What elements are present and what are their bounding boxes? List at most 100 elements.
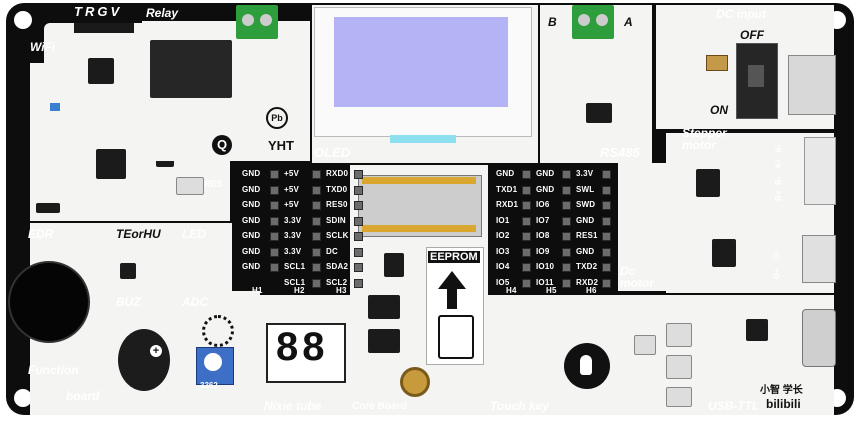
- header-pin-label: GND: [242, 200, 261, 209]
- header-group-name: H2: [294, 286, 305, 295]
- header-pin[interactable]: [602, 247, 611, 257]
- header-pin[interactable]: [270, 170, 279, 179]
- key-button[interactable]: [634, 335, 656, 355]
- header-pin[interactable]: [522, 185, 531, 195]
- usb-ttl-chip: [746, 319, 768, 341]
- header-pin[interactable]: [354, 170, 363, 179]
- header-pin-label: SCL2: [326, 277, 348, 287]
- header-pin[interactable]: [522, 247, 531, 257]
- pot-value: 3362: [200, 381, 218, 390]
- buzzer-label: BUZ: [116, 295, 141, 309]
- potentiometer-screw: [204, 353, 222, 371]
- header-pin[interactable]: [270, 216, 279, 226]
- header-pin[interactable]: [562, 185, 571, 195]
- header-pin[interactable]: [602, 278, 611, 288]
- adc-dial-icon: [202, 315, 234, 347]
- switch-off-label: OFF: [740, 28, 764, 42]
- header-pin[interactable]: [522, 232, 531, 241]
- header-pin[interactable]: [562, 201, 571, 210]
- header-group-name: H4: [506, 286, 517, 295]
- header-pin[interactable]: [312, 201, 321, 210]
- header-pin[interactable]: [562, 263, 571, 272]
- board-label: board: [66, 389, 100, 403]
- header-pin-label: GND: [536, 184, 555, 194]
- header-pin[interactable]: [354, 232, 363, 241]
- header-pin-label: IO1: [496, 215, 510, 225]
- stepper-connector[interactable]: [804, 137, 836, 205]
- header-pin[interactable]: [522, 278, 531, 288]
- relay-terminal-screw: [260, 14, 272, 26]
- header-pin[interactable]: [602, 263, 611, 272]
- header-pin[interactable]: [312, 185, 321, 195]
- trgv-header[interactable]: [74, 23, 134, 33]
- header-pin[interactable]: [354, 216, 363, 226]
- header-pin[interactable]: [562, 232, 571, 241]
- header-pin-label: SDA2: [326, 262, 349, 271]
- header-pin-label: GND: [496, 169, 515, 178]
- usb-port[interactable]: [802, 235, 836, 283]
- header-pin[interactable]: [562, 170, 571, 179]
- core-board-gold-bottom: [362, 225, 476, 232]
- reset-button[interactable]: [176, 177, 204, 195]
- header-pin[interactable]: [522, 216, 531, 226]
- dc-motor-label: Dc motor: [620, 264, 654, 290]
- header-pin-label: TXD1: [496, 184, 518, 194]
- dc-jack[interactable]: [788, 55, 836, 115]
- relay-label: Relay: [146, 6, 179, 20]
- rs485-terminal-screw: [596, 14, 608, 26]
- header-pin[interactable]: [312, 263, 321, 272]
- stepper-motor-text: Stepper motor: [682, 126, 727, 152]
- usb-c-port[interactable]: [802, 309, 836, 367]
- header-pin-label: GND: [576, 215, 595, 225]
- header-pin[interactable]: [270, 201, 279, 210]
- header-pin[interactable]: [354, 278, 363, 288]
- header-pin-label: +5V: [284, 184, 300, 194]
- header-pin[interactable]: [312, 278, 321, 288]
- header-pin[interactable]: [562, 278, 571, 288]
- header-pin[interactable]: [270, 232, 279, 241]
- switch-on-label: ON: [710, 103, 728, 117]
- core-board-label: Core Board: [352, 401, 407, 412]
- header-pin[interactable]: [270, 185, 279, 195]
- usb-pin-label: D-: [772, 250, 781, 259]
- header-pin[interactable]: [522, 263, 531, 272]
- header-pin[interactable]: [522, 201, 531, 210]
- nixie-tube-label: Nixie tube: [264, 399, 322, 413]
- header-pin[interactable]: [354, 201, 363, 210]
- header-pin[interactable]: [270, 247, 279, 257]
- key-button[interactable]: [666, 355, 692, 379]
- header-pin[interactable]: [602, 185, 611, 195]
- eeprom-label: EEPROM: [428, 251, 480, 263]
- header-pin[interactable]: [270, 263, 279, 272]
- header-pin[interactable]: [354, 263, 363, 272]
- up-arrow-stem: [447, 289, 457, 309]
- header-pin[interactable]: [602, 170, 611, 179]
- header-pin[interactable]: [562, 247, 571, 257]
- header-pin[interactable]: [312, 170, 321, 179]
- header-pin[interactable]: [312, 232, 321, 241]
- key-button[interactable]: [666, 387, 692, 407]
- header-pin[interactable]: [522, 170, 531, 179]
- header-pin-label: GND: [576, 246, 595, 256]
- header-pin[interactable]: [312, 216, 321, 226]
- header-pin[interactable]: [602, 216, 611, 226]
- header-pin[interactable]: [354, 185, 363, 195]
- bilibili-logo: bilibili: [766, 397, 801, 411]
- encoder-knob[interactable]: [8, 261, 90, 343]
- header-pin-label: RXD1: [496, 200, 519, 209]
- header-group-name: H3: [336, 286, 347, 295]
- stepper-driver-chip: [696, 169, 720, 197]
- temp-humidity-module: [114, 223, 180, 291]
- header-pin-label: SDIN: [326, 215, 346, 225]
- header-pin[interactable]: [602, 201, 611, 210]
- header-pin[interactable]: [602, 232, 611, 241]
- header-pin[interactable]: [312, 247, 321, 257]
- header-pin-label: GND: [242, 215, 261, 225]
- key-button[interactable]: [666, 323, 692, 347]
- header-pin[interactable]: [562, 216, 571, 226]
- header-pin-label: SCL1: [284, 262, 306, 271]
- rs485-a-label: A: [624, 15, 633, 29]
- res-label: RES: [204, 179, 223, 189]
- header-pin[interactable]: [354, 247, 363, 257]
- header-group-name: H5: [546, 286, 557, 295]
